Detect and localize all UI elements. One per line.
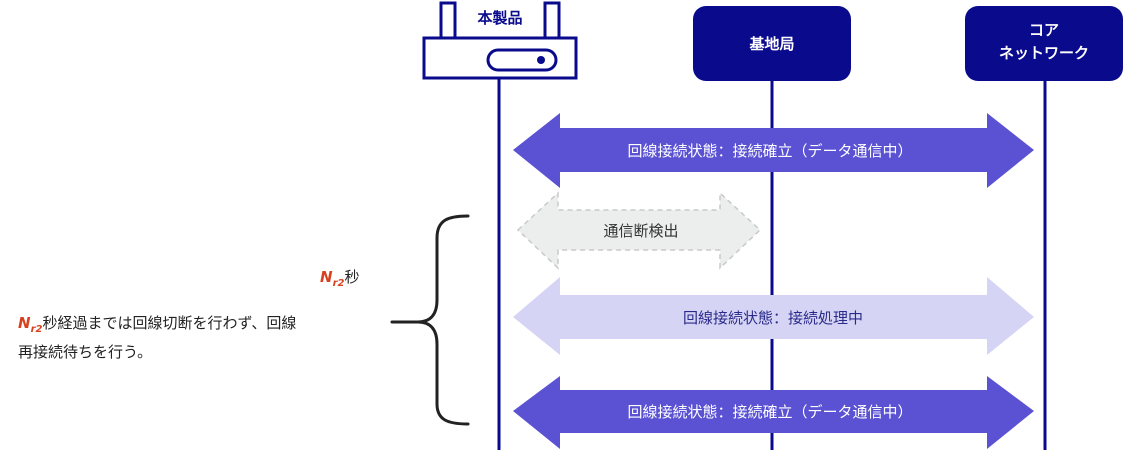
base-station-box xyxy=(693,6,851,81)
timer-brace xyxy=(390,214,470,426)
detect-arrow xyxy=(516,191,762,270)
connected-arrow-bottom xyxy=(513,376,1034,449)
processing-arrow-label: 回線接続状態：接続処理中 xyxy=(683,309,863,327)
timer-description-symbol: Nr2 xyxy=(18,314,43,335)
timer-symbol: Nr2 xyxy=(320,268,345,289)
core-network-label-line1: コア xyxy=(1029,21,1059,39)
timer-description-line1: Nr2秒経過までは回線切断を行わず、回線 xyxy=(18,312,296,341)
timer-label: Nr2秒 xyxy=(320,266,359,295)
timer-description-line2: 再接続待ちを行う。 xyxy=(18,343,153,361)
timer-description: Nr2秒経過までは回線切断を行わず、回線 再接続待ちを行う。 xyxy=(18,312,296,363)
timer-seconds-suffix: 秒 xyxy=(344,268,360,286)
core-network-box xyxy=(965,6,1123,81)
connected-arrow-top-label: 回線接続状態：接続確立（データ通信中） xyxy=(627,142,912,160)
connected-arrow-top xyxy=(513,113,1034,188)
connected-arrow-bottom-label: 回線接続状態：接続確立（データ通信中） xyxy=(627,403,912,421)
core-network-label-line2: ネットワーク xyxy=(999,44,1089,62)
processing-arrow xyxy=(513,277,1034,355)
device-label: 本製品 xyxy=(477,9,522,27)
base-station-label: 基地局 xyxy=(748,35,794,53)
timer-description-text: 秒経過までは回線切断を行わず、回線 xyxy=(42,314,297,332)
router-icon xyxy=(422,1,578,80)
detect-arrow-label: 通信断検出 xyxy=(603,222,678,240)
